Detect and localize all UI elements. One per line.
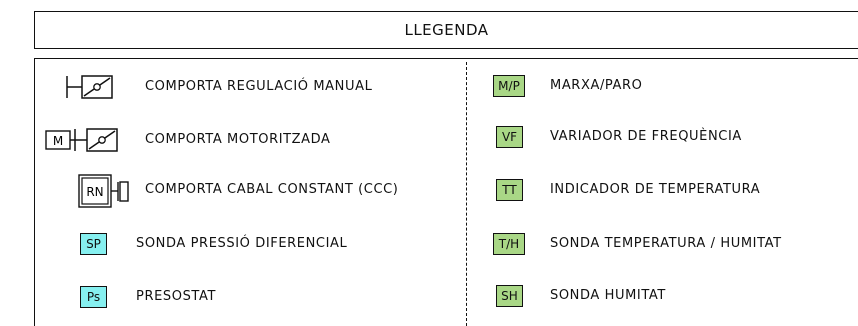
legend-label-motorized-damper: COMPORTA MOTORITZADA bbox=[145, 132, 331, 147]
legend-title-box: LLEGENDA bbox=[34, 11, 858, 49]
badge-vf: VF bbox=[496, 126, 523, 148]
damper-motorized-icon: M bbox=[45, 128, 118, 152]
legend-label-pressure-switch: PRESOSTAT bbox=[136, 289, 216, 304]
badge-th: T/H bbox=[493, 233, 525, 255]
motor-symbol-text: M bbox=[53, 134, 63, 148]
legend-label-start-stop: MARXA/PARO bbox=[550, 78, 643, 93]
badge-mp: M/P bbox=[493, 75, 525, 97]
damper-manual-icon bbox=[66, 75, 113, 99]
legend-label-frequency-drive: VARIADOR DE FREQUÈNCIA bbox=[550, 129, 742, 144]
legend-label-manual-damper: COMPORTA REGULACIÓ MANUAL bbox=[145, 79, 373, 94]
constant-flow-symbol-text: RN bbox=[86, 185, 103, 199]
badge-sh: SH bbox=[496, 285, 523, 307]
legend-title: LLEGENDA bbox=[404, 21, 489, 39]
legend-label-temp-humidity-sensor: SONDA TEMPERATURA / HUMITAT bbox=[550, 236, 782, 251]
column-divider bbox=[466, 62, 467, 326]
legend-label-temperature-indicator: INDICADOR DE TEMPERATURA bbox=[550, 182, 761, 197]
legend-label-constant-flow-damper: COMPORTA CABAL CONSTANT (CCC) bbox=[145, 182, 399, 197]
legend-label-humidity-sensor: SONDA HUMITAT bbox=[550, 288, 666, 303]
badge-sp: SP bbox=[80, 233, 107, 255]
badge-ps: Ps bbox=[80, 286, 107, 308]
legend-label-differential-pressure: SONDA PRESSIÓ DIFERENCIAL bbox=[136, 236, 348, 251]
legend-panel bbox=[34, 58, 858, 326]
badge-tt: TT bbox=[496, 179, 523, 201]
constant-flow-damper-icon: RN bbox=[78, 174, 129, 208]
